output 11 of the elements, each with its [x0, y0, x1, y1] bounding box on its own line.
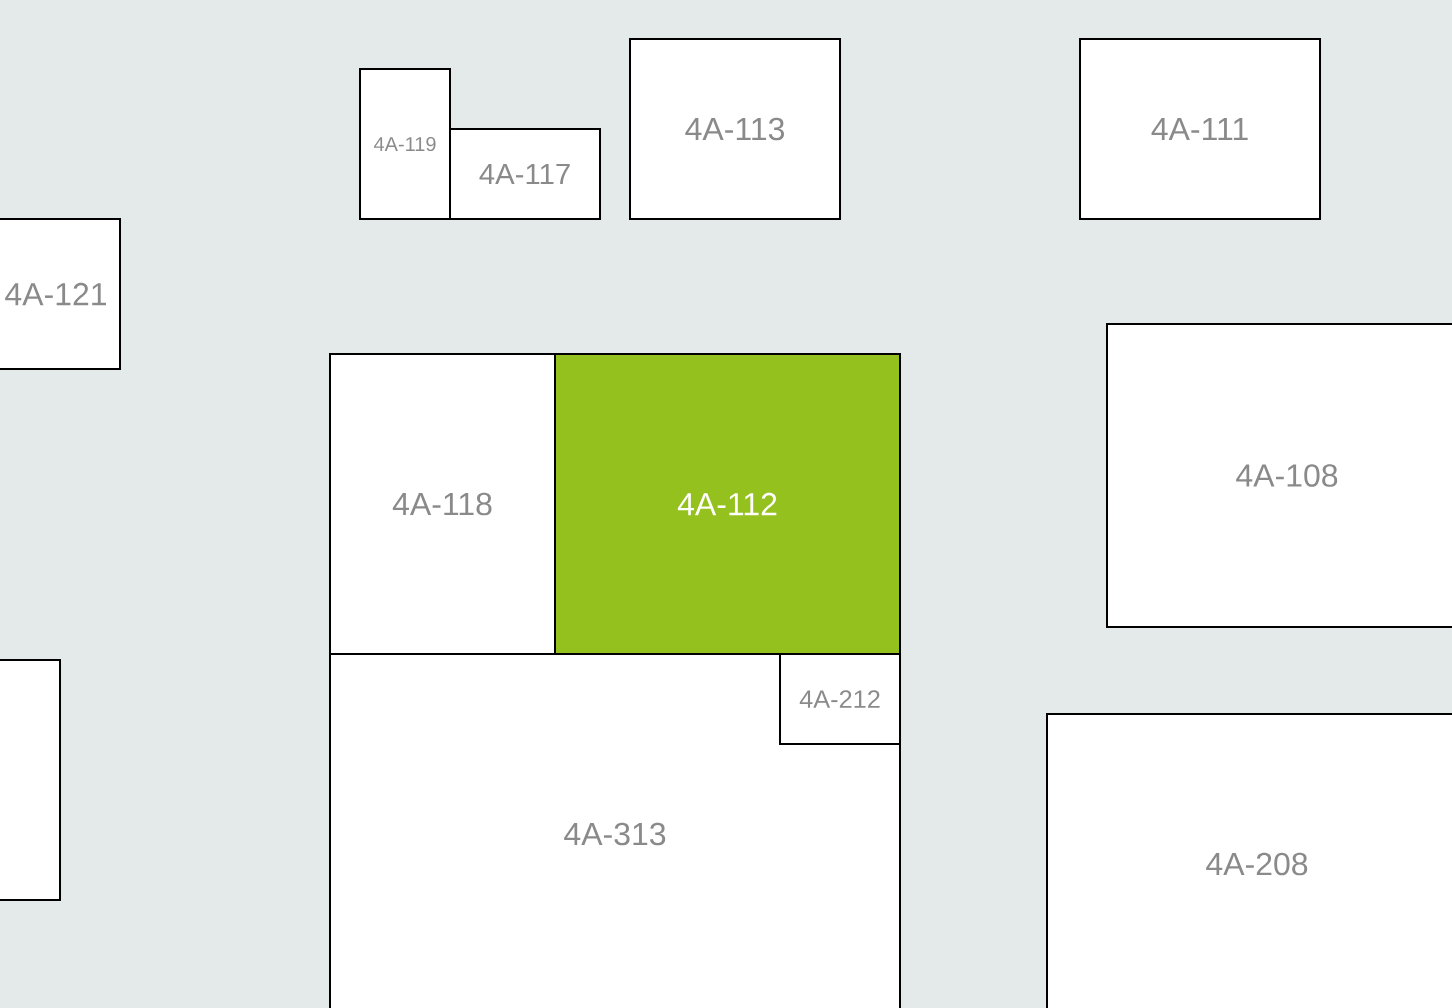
- room-box: [0, 659, 61, 901]
- room-box: 4A-112: [554, 353, 901, 655]
- room-box: 4A-118: [329, 353, 556, 655]
- room-box: 4A-108: [1106, 323, 1452, 628]
- room-box: 4A-121: [0, 218, 121, 370]
- room-box: 4A-212: [779, 653, 901, 745]
- room-box: 4A-113: [629, 38, 841, 220]
- room-box: 4A-119: [359, 68, 451, 220]
- room-box: 4A-117: [449, 128, 601, 220]
- room-box: 4A-208: [1046, 713, 1452, 1008]
- room-box: 4A-111: [1079, 38, 1321, 220]
